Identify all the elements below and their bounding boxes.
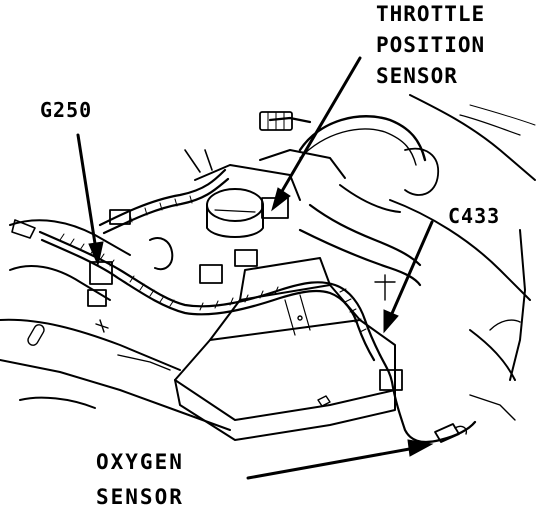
label-g250: G250 — [40, 100, 92, 120]
label-tps-line-2: POSITION — [376, 33, 486, 57]
connectors — [11, 111, 468, 443]
oxygen-sensor-arrow — [246, 439, 434, 480]
label-oxygen-sensor: OXYGEN SENSOR — [96, 452, 184, 508]
air-intake-box — [174, 257, 396, 441]
label-tps-line-3: SENSOR — [376, 64, 458, 88]
label-o2-line-1: OXYGEN — [96, 450, 184, 474]
callout-arrows — [76, 56, 434, 480]
c433-arrow — [383, 220, 434, 334]
harness-texture — [59, 195, 367, 333]
throttle-body — [194, 115, 439, 238]
label-throttle-position-sensor: THROTTLE POSITION SENSOR — [376, 4, 485, 87]
label-tps-line-1: THROTTLE — [376, 2, 486, 26]
label-c433-text: C433 — [448, 204, 501, 228]
g250-arrow — [76, 133, 104, 267]
label-o2-line-2: SENSOR — [96, 485, 184, 509]
hardware-details — [27, 274, 521, 421]
tps-arrow — [271, 56, 362, 212]
label-g250-text: G250 — [40, 98, 93, 122]
wiring-harness — [38, 116, 477, 444]
label-c433: C433 — [448, 206, 500, 226]
engine-compartment-outline — [0, 94, 536, 431]
